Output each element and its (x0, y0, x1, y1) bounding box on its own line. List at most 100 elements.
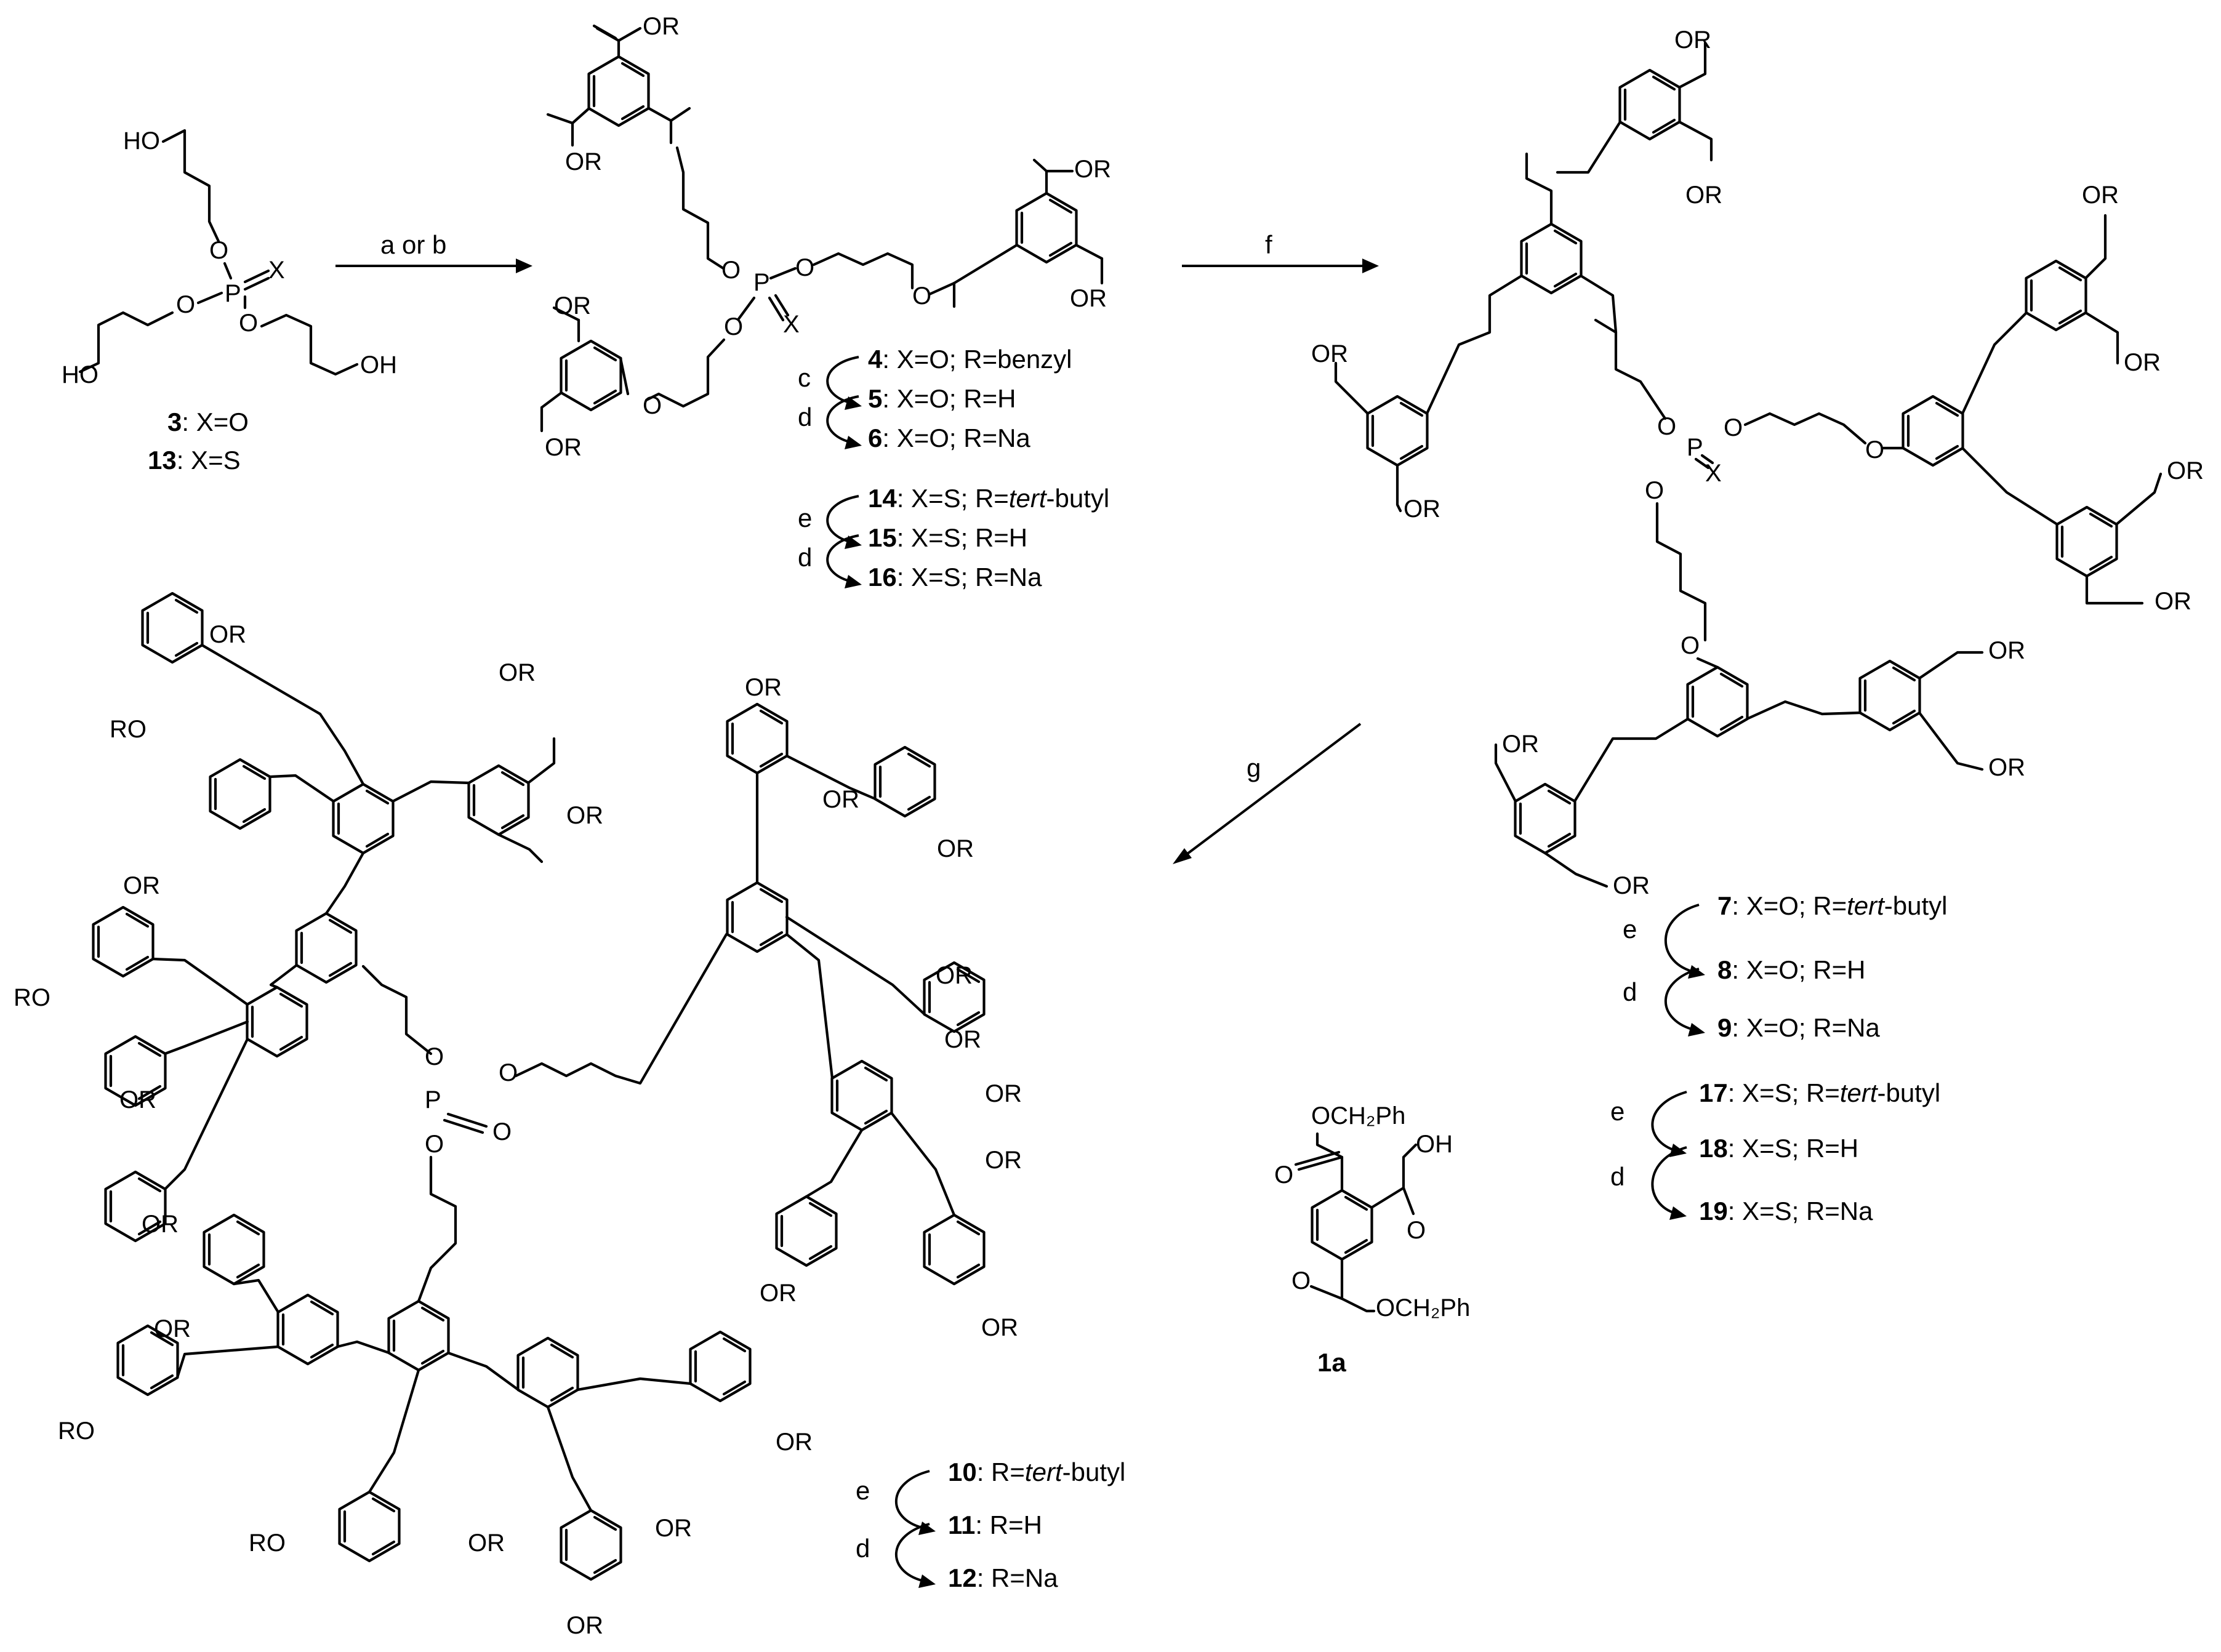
ester-o-atom: O (912, 283, 931, 310)
ester-or: OR (655, 1515, 692, 1542)
ester-o-atom: O (1724, 414, 1743, 441)
ester-o-atom: O (1657, 413, 1676, 440)
compound-label: 3: X=O (167, 407, 249, 436)
ester-o-atom: O (795, 254, 814, 281)
phosphorus-atom: P (225, 280, 241, 307)
ester-or: OR (154, 1315, 191, 1342)
ester-or: OR (2082, 182, 2119, 209)
phosphorus-atom: P (1687, 434, 1703, 461)
hydroxyl-top: HO (123, 127, 160, 154)
reagent-label: d (856, 1534, 870, 1563)
ester-or: OR (1502, 731, 1539, 758)
compound-label: 1a (1317, 1348, 1346, 1377)
ester-or: OR (936, 962, 973, 989)
reagent-label: e (856, 1476, 870, 1505)
ester-o-atom: O (1681, 632, 1700, 659)
compound-label: 18: X=S; R=H (1699, 1134, 1858, 1163)
benzyl-ester: OCH₂Ph (1311, 1102, 1405, 1129)
gen3-structure: P O O O O (14, 593, 1022, 1639)
starting-material: HO O P X O HO O OH (62, 127, 397, 388)
ester-o-atom: O (1865, 436, 1884, 463)
x-atom: X (1705, 460, 1722, 487)
gen3-compound-list: 10: R=tert-butyl 11: R=H 12: R=Na e d (856, 1458, 1125, 1592)
compound-label: 14: X=S; R=tert-butyl (868, 484, 1109, 513)
reagent-label: g (1247, 753, 1261, 782)
ester-or: OR (981, 1314, 1018, 1341)
ester-o-atom: O (1645, 477, 1664, 504)
reaction-arrow (1173, 723, 1362, 864)
gen2-structure: P X O O O O O OR OR OR OR OR OR OR OR OR… (1311, 26, 2204, 899)
ester-or: OR (1685, 182, 1722, 209)
ester-o-atom: O (492, 1118, 512, 1145)
ester-or: OR (1311, 340, 1348, 367)
ester-or: OR (1988, 754, 2025, 781)
phosphorus-atom: P (425, 1086, 441, 1113)
ester-o-atom: O (425, 1043, 444, 1070)
reagent-label: d (798, 403, 812, 431)
carbonyl-o: O (1274, 1161, 1293, 1189)
compound-label: 13: X=S (148, 446, 241, 475)
reagent-label: e (1610, 1097, 1625, 1126)
x-atom: X (268, 257, 285, 284)
ester-or: OR (1074, 156, 1111, 183)
ester-or: OR (142, 1211, 179, 1238)
reagent-label: e (1623, 915, 1637, 944)
ester-or: OR (468, 1530, 505, 1557)
compound-label: 5: X=O; R=H (868, 384, 1016, 413)
acid-oh: OH (1416, 1131, 1453, 1158)
ester-or: OR (1613, 872, 1650, 899)
ester-or: OR (566, 1612, 603, 1639)
phosphorus-atom: P (753, 269, 770, 296)
ester-o-atom: O (643, 392, 662, 419)
gen1-compound-list: 4: X=O; R=benzyl 5: X=O; R=H 6: X=O; R=N… (798, 345, 1109, 591)
ester-or: OR (944, 1026, 981, 1053)
reagent-label: d (1623, 977, 1637, 1006)
compound-label: 11: R=H (948, 1510, 1042, 1539)
ester-or: OR (745, 674, 782, 701)
carbonyl-o: O (1291, 1267, 1311, 1294)
compound-label: 4: X=O; R=benzyl (868, 345, 1072, 374)
ester-or-left: RO (58, 1417, 95, 1445)
ester-or-left: RO (14, 984, 50, 1011)
reagent-label: f (1265, 230, 1272, 259)
compound-label: 10: R=tert-butyl (948, 1458, 1125, 1486)
compound-label: 6: X=O; R=Na (868, 423, 1030, 452)
ester-o-atom: O (425, 1131, 444, 1158)
compound-label: 12: R=Na (948, 1563, 1058, 1592)
ester-o-atom: O (499, 1059, 518, 1086)
reagent-label: d (1610, 1162, 1625, 1191)
ester-or-left: RO (249, 1530, 286, 1557)
reagent-label: a or b (380, 230, 446, 259)
compound-label: 7: X=O; R=tert-butyl (1717, 891, 1948, 920)
compound-label: 9: X=O; R=Na (1717, 1013, 1880, 1042)
ester-or: OR (2167, 457, 2204, 484)
compound-label: 8: X=O; R=H (1717, 955, 1865, 984)
ester-or: OR (119, 1086, 156, 1113)
ester-or: OR (123, 872, 160, 899)
ester-or-left: RO (110, 716, 147, 743)
ester-or: OR (1988, 637, 2025, 664)
ester-or: OR (554, 292, 591, 319)
ester-or: OR (545, 434, 582, 461)
hydroxyl-right: OH (360, 351, 397, 379)
ester-or: OR (643, 13, 680, 40)
ester-or: OR (760, 1280, 797, 1307)
reagent-1a-structure: OCH₂Ph O OH O OCH₂Ph O 1a (1274, 1102, 1470, 1377)
ester-o-atom: O (209, 237, 228, 264)
ester-or: OR (776, 1429, 813, 1456)
reagent-label: c (798, 363, 811, 392)
ester-or: OR (2155, 588, 2191, 615)
ester-or: OR (1404, 495, 1440, 523)
reaction-arrow (335, 259, 532, 273)
compound-label: 19: X=S; R=Na (1699, 1197, 1873, 1225)
ester-or: OR (2124, 349, 2161, 376)
ester-o-atom: O (239, 310, 258, 337)
ester-o-atom: O (176, 291, 195, 318)
hydroxyl-left: HO (62, 361, 98, 388)
gen2-compound-list: 7: X=O; R=tert-butyl 8: X=O; R=H 9: X=O;… (1610, 891, 1948, 1225)
reaction-arrow (1182, 259, 1379, 273)
ester-or: OR (209, 621, 246, 648)
compound-label: 16: X=S; R=Na (868, 563, 1042, 591)
reagent-label: d (798, 543, 812, 572)
